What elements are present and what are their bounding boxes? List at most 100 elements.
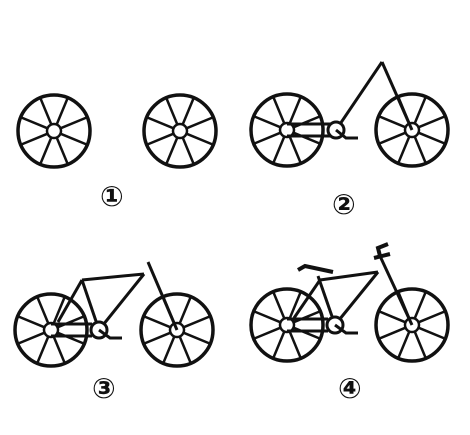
step-2-rear-wheel-rim — [249, 92, 325, 168]
step-3-rear-wheel-spoke — [56, 331, 85, 345]
step-1-left-wheel-hub — [45, 122, 63, 140]
step-1-left-wheel-spoke — [39, 136, 53, 165]
step-1-label: ① — [100, 180, 124, 213]
step-1-right-wheel-spoke — [146, 116, 175, 130]
step-1-right-wheel-spoke — [181, 136, 195, 165]
step-3-rear-wheel-spoke — [36, 296, 50, 325]
step-4-front-wheel-spoke — [417, 326, 446, 340]
step-4-rear-wheel-spoke — [292, 326, 321, 340]
step-1-right-wheel-spoke — [185, 116, 214, 130]
step-3-front-wheel — [139, 292, 215, 368]
step-2-rear-wheel-spoke — [253, 131, 282, 145]
step-3-fork — [146, 261, 179, 331]
step-4-top-tube — [319, 270, 379, 282]
step-2-rear-wheel-spoke — [292, 131, 321, 145]
step-3-rear-wheel-spoke — [17, 315, 46, 329]
step-2-seat-tube — [334, 61, 384, 131]
step-4-front-wheel — [374, 287, 450, 363]
step-3-label: ③ — [92, 372, 116, 405]
step-2-rear-wheel-spoke — [292, 115, 321, 129]
step-4-front-wheel-spoke — [378, 310, 407, 324]
step-1-right-wheel-spoke — [165, 136, 179, 165]
step-2-front-wheel-rim — [374, 92, 450, 168]
step-2-front-wheel-spoke — [378, 115, 407, 129]
step-3-pedal — [98, 328, 122, 340]
step-3-rear-wheel-rim — [13, 292, 89, 368]
step-3-chain-stay — [51, 322, 92, 338]
step-1-left-wheel-spoke — [59, 116, 88, 130]
step-1-left-wheel — [16, 93, 92, 169]
step-2-front-wheel-spoke — [417, 115, 446, 129]
step-4-rear-wheel-spoke — [272, 330, 286, 359]
step-1-right-wheel-spoke — [146, 132, 175, 146]
step-4-handlebar — [373, 242, 391, 260]
step-1-left-wheel-rim — [16, 93, 92, 169]
step-4-rear-wheel-spoke — [253, 310, 282, 324]
step-4-seat-stay — [292, 279, 322, 319]
step-4-front-wheel-rim — [374, 287, 450, 363]
step-2-rear-wheel-spoke — [253, 115, 282, 129]
step-3-rear-wheel-spoke — [36, 335, 50, 364]
step-3-rear-wheel-spoke — [52, 296, 66, 325]
step-2-fork — [380, 61, 414, 131]
step-1-left-wheel-spoke — [39, 97, 53, 126]
step-3-front-wheel-spoke — [143, 331, 172, 345]
step-4-down-tube — [333, 271, 380, 326]
step-4-rear-wheel-spoke — [272, 291, 286, 320]
step-2-front-wheel-spoke — [413, 135, 427, 164]
step-1-drawing — [16, 93, 218, 169]
step-2-front-wheel-spoke — [413, 96, 427, 125]
step-2-drawing — [249, 61, 450, 168]
step-4-front-wheel-spoke — [413, 330, 427, 359]
step-4-front-wheel-spoke — [378, 326, 407, 340]
step-3-rear-wheel-spoke — [17, 331, 46, 345]
step-4-front-wheel-spoke — [397, 330, 411, 359]
step-4-chain-stay — [287, 317, 328, 333]
step-3-top-tube — [81, 272, 145, 282]
step-4-seat — [297, 263, 334, 274]
step-3-front-wheel-rim — [139, 292, 215, 368]
step-4-rear-wheel-spoke — [253, 326, 282, 340]
step-3-front-wheel-spoke — [182, 331, 211, 345]
step-2-pedal — [335, 128, 358, 140]
step-4-front-wheel-spoke — [417, 310, 446, 324]
step-4-rear-wheel-spoke — [288, 291, 302, 320]
step-4-rear-wheel — [249, 287, 325, 363]
step-1-left-wheel-spoke — [55, 97, 69, 126]
step-1-left-wheel-spoke — [20, 132, 49, 146]
step-3-seat-stay — [56, 279, 84, 323]
step-1-right-wheel-spoke — [165, 97, 179, 126]
step-1-right-wheel-spoke — [181, 97, 195, 126]
step-4-pedal — [334, 323, 358, 335]
step-1-right-wheel-spoke — [185, 132, 214, 146]
step-2-label: ② — [332, 188, 356, 221]
step-2-rear-wheel-spoke — [288, 135, 302, 164]
step-4-rear-wheel-rim — [249, 287, 325, 363]
step-1-left-wheel-spoke — [59, 132, 88, 146]
step-4-drawing — [249, 242, 450, 363]
step-1-left-wheel-spoke — [20, 116, 49, 130]
step-3-rear-wheel — [13, 292, 89, 368]
step-3-front-wheel-spoke — [143, 315, 172, 329]
step-2-chain-stay — [287, 122, 330, 138]
step-2-rear-wheel-spoke — [288, 96, 302, 125]
step-4-fork — [378, 255, 414, 326]
step-1-right-wheel-hub — [171, 122, 189, 140]
step-3-front-wheel-spoke — [162, 335, 176, 364]
step-1-right-wheel-rim — [142, 93, 218, 169]
step-2-rear-wheel-spoke — [272, 135, 286, 164]
step-2-front-wheel-spoke — [397, 135, 411, 164]
step-3-front-wheel-spoke — [178, 335, 192, 364]
step-2-front-wheel-spoke — [417, 131, 446, 145]
step-3-drawing — [13, 261, 215, 368]
step-4-label: ④ — [338, 372, 362, 405]
step-2-rear-wheel-spoke — [272, 96, 286, 125]
step-3-front-wheel-spoke — [182, 315, 211, 329]
step-2-front-wheel-spoke — [378, 131, 407, 145]
step-3-down-tube — [97, 273, 146, 331]
step-4-front-wheel-spoke — [413, 291, 427, 320]
step-2-rear-wheel — [249, 92, 325, 168]
step-3-rear-wheel-spoke — [52, 335, 66, 364]
